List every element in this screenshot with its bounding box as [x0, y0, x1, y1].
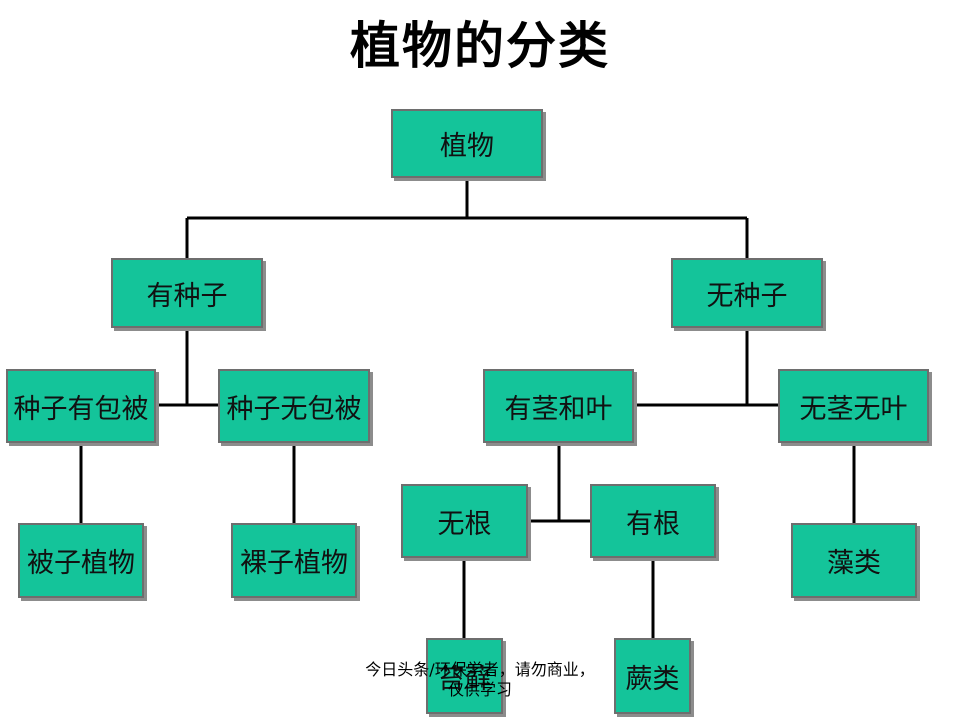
node-has-root: 有根: [590, 484, 716, 558]
node-fern: 蕨类: [614, 638, 691, 714]
node-no-seed: 无种子: [671, 258, 823, 328]
node-algae: 藻类: [791, 523, 917, 598]
node-moss: 苔藓: [426, 638, 503, 714]
watermark-text: 今日头条/环保学者，请勿商业， 仅供学习: [320, 660, 640, 700]
watermark-line-2: 仅供学习: [447, 680, 512, 699]
node-no-root: 无根: [401, 484, 528, 558]
page-title: 植物的分类: [350, 17, 610, 75]
node-seed-covered: 种子有包被: [6, 369, 156, 443]
node-angiosperm: 被子植物: [18, 523, 144, 598]
node-seed-uncovered: 种子无包被: [218, 369, 370, 443]
watermark-line-1: 今日头条/环保学者，请勿商业，: [365, 660, 595, 679]
node-no-stem-leaf: 无茎无叶: [778, 369, 929, 443]
node-gymnosperm: 裸子植物: [231, 523, 357, 598]
node-has-seed: 有种子: [111, 258, 263, 328]
node-has-stem-leaf: 有茎和叶: [483, 369, 634, 443]
node-root: 植物: [391, 109, 543, 178]
